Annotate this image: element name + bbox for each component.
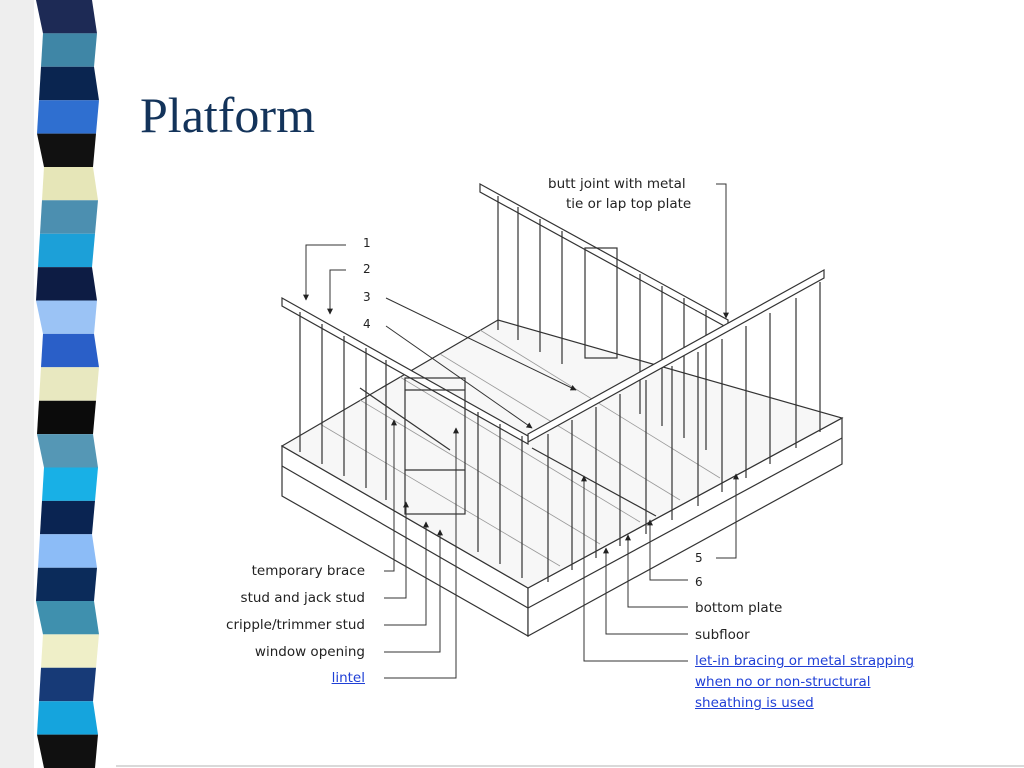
stripe-band — [42, 467, 98, 501]
callout-cripple-trimmer-stud: cripple/trimmer stud — [226, 617, 365, 633]
stripe-band — [42, 167, 98, 201]
stripe-band — [37, 133, 96, 167]
callout-number-6: 6 — [695, 575, 703, 589]
callout-number-1: 1 — [363, 236, 371, 250]
callout-number-3: 3 — [363, 290, 371, 304]
lintel-link[interactable]: lintel — [331, 670, 365, 686]
stripe-band — [39, 667, 96, 702]
stripe-band — [41, 333, 99, 368]
callout-number-5: 5 — [695, 551, 703, 565]
stripe-band — [36, 0, 97, 34]
decorative-stripe-bar — [0, 0, 99, 768]
floor-joists — [319, 329, 721, 567]
callout-temporary-brace: temporary brace — [251, 563, 365, 579]
stripe-band — [41, 634, 99, 668]
stripe-band — [39, 66, 99, 101]
stripe-band — [36, 267, 97, 301]
stripe-band — [41, 33, 97, 67]
stripe-band — [39, 367, 99, 401]
callout-stud-and-jack-stud: stud and jack stud — [240, 590, 365, 606]
let-in-bracing-link-line2[interactable]: when no or non-structural — [695, 674, 871, 690]
callout-butt-joint-cont: tie or lap top plate — [566, 196, 692, 212]
right-wall — [527, 268, 825, 582]
stripe-band — [37, 100, 99, 134]
callout-butt-joint: butt joint with metal — [548, 176, 686, 192]
stripe-band — [38, 534, 97, 568]
stripe-bar-shadow — [0, 0, 34, 768]
stripe-band — [36, 567, 97, 601]
let-in-bracing-link-line3[interactable]: sheathing is used — [695, 695, 814, 711]
front-left-wall — [281, 296, 529, 578]
stripe-band — [40, 500, 95, 535]
bottom-divider — [116, 765, 1024, 767]
slide-title: Platform — [140, 87, 315, 143]
callout-window-opening: window opening — [254, 644, 365, 660]
stripe-band — [40, 200, 98, 234]
callout-number-4: 4 — [363, 317, 371, 331]
stripe-band — [36, 300, 97, 334]
stripe-band — [37, 434, 98, 468]
let-in-bracing-link-line1[interactable]: let-in bracing or metal strapping — [695, 653, 915, 669]
stripe-band — [37, 400, 96, 435]
stripe-band — [36, 601, 99, 635]
leader-lines — [303, 183, 739, 679]
stripe-band — [38, 233, 95, 268]
stripe-band — [37, 734, 98, 768]
callout-subfloor: subfloor — [695, 627, 750, 643]
stripe-band — [37, 701, 98, 735]
callout-bottom-plate: bottom plate — [695, 600, 783, 616]
callout-number-2: 2 — [363, 262, 371, 276]
